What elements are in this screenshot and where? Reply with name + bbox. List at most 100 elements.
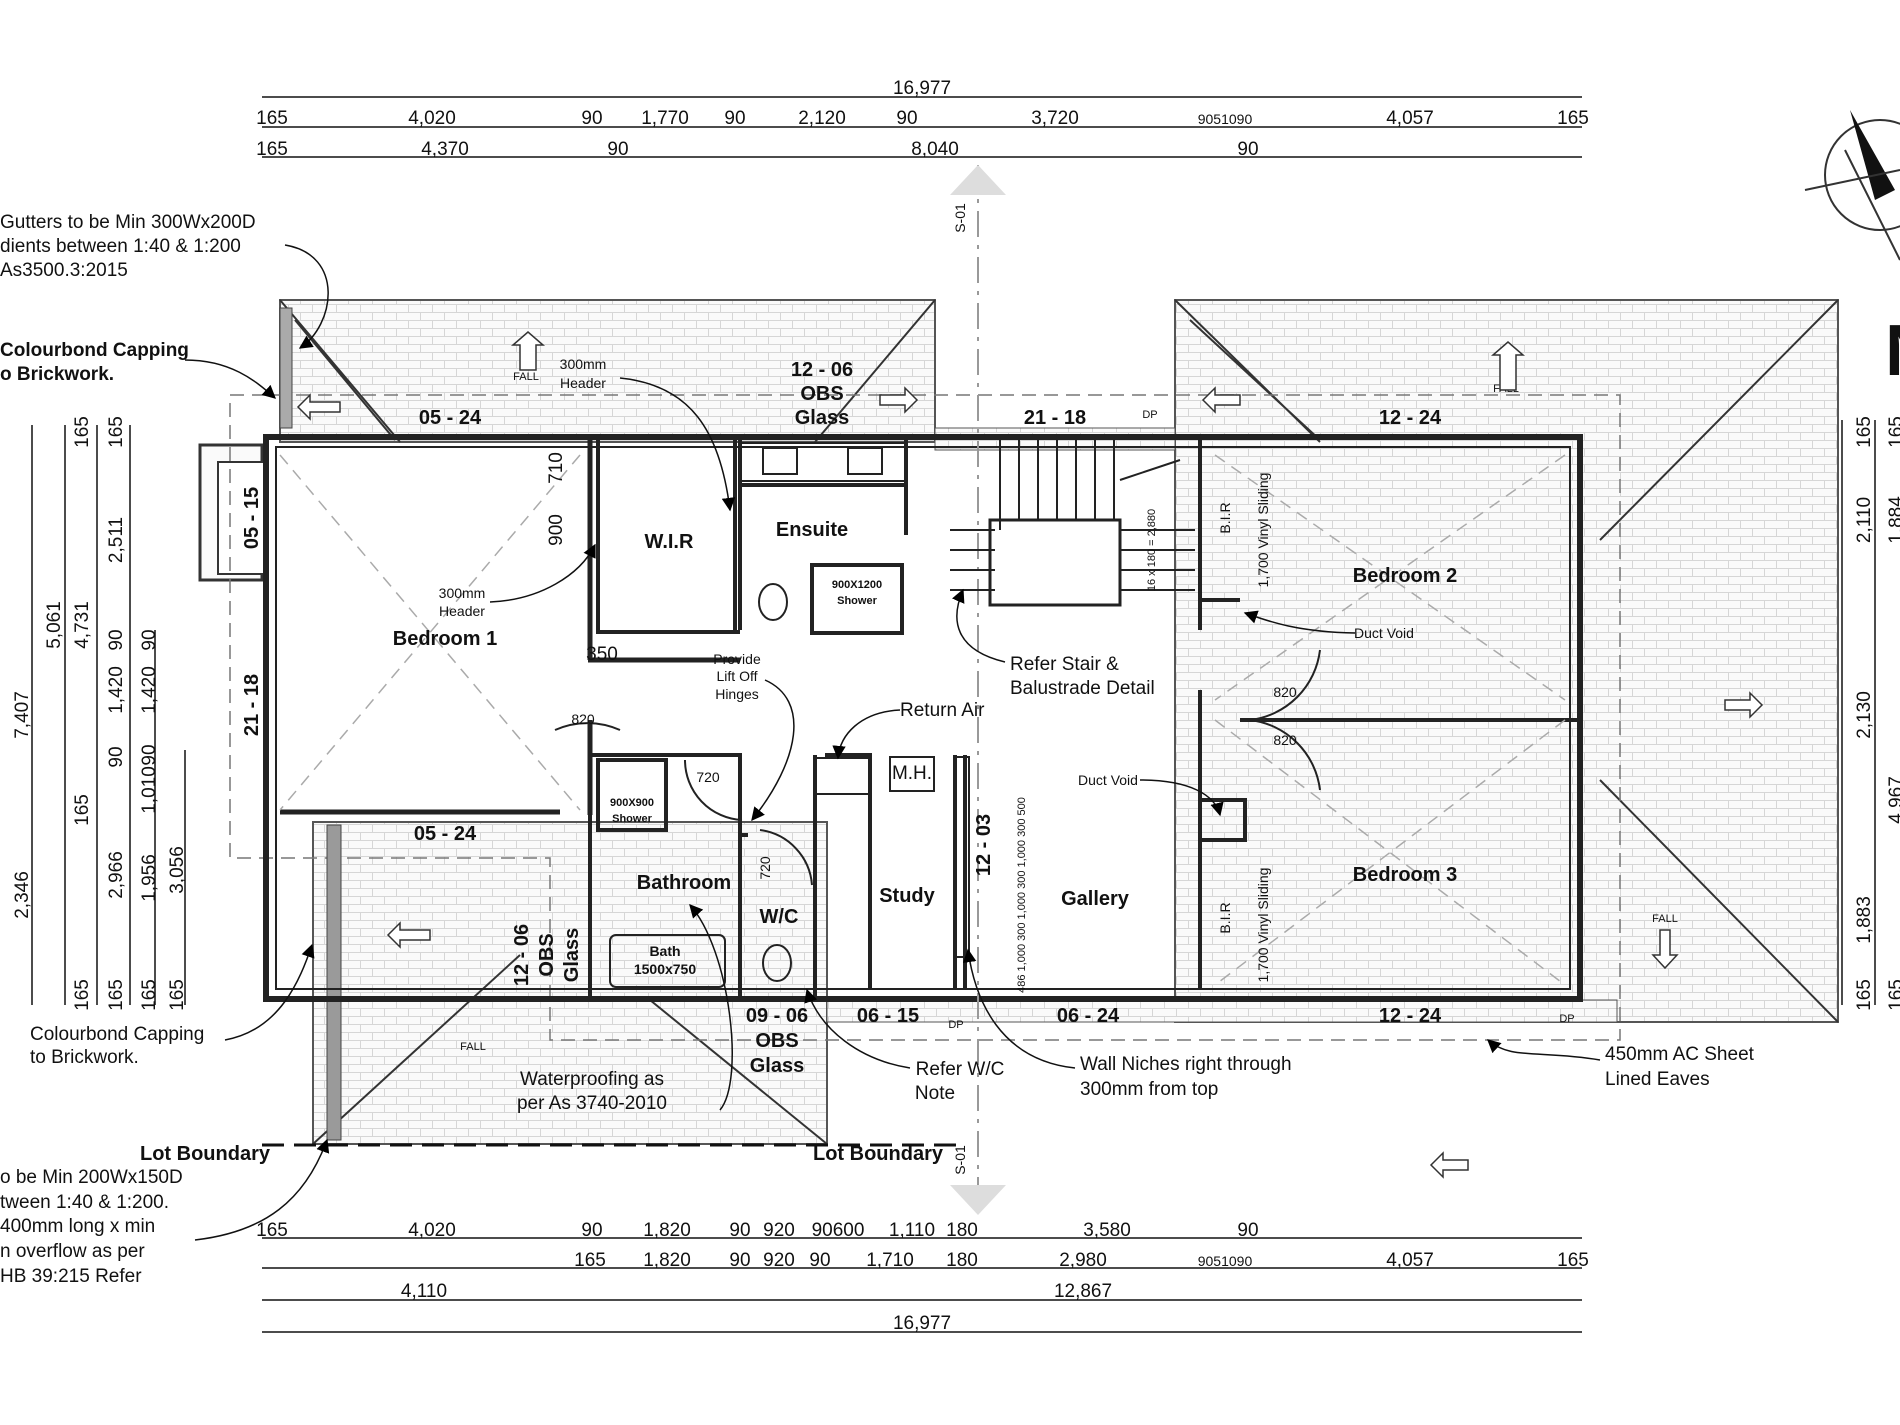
- niche-column: [954, 756, 970, 958]
- wall-wir: [596, 440, 908, 634]
- compass-label: N: [1885, 311, 1900, 391]
- door-swing-bath: [683, 759, 743, 821]
- pitch-obs1: Glass: [795, 407, 849, 429]
- dim-top-r1: 90: [581, 108, 602, 129]
- dim-left-c3: 90: [106, 629, 127, 650]
- dim-top-r1: 3,720: [1031, 108, 1079, 129]
- dim-bot-r2: 1,710: [866, 1250, 914, 1271]
- header-label: Header: [560, 375, 606, 391]
- note-stair-detail: Refer Stair &: [1010, 654, 1119, 675]
- door-820: 820: [1273, 684, 1297, 700]
- fall-arrow-icon: [1651, 929, 1679, 970]
- door-720: 720: [696, 769, 720, 785]
- note-waterproofing: per As 3740-2010: [517, 1093, 667, 1114]
- note-gutters: dients between 1:40 & 1:200: [0, 236, 241, 257]
- shower-ensuite: [810, 563, 904, 635]
- dim-right-c1: 165: [1854, 979, 1875, 1011]
- compass-needle-icon: [1850, 110, 1895, 200]
- note-lift-off: Hinges: [715, 686, 759, 702]
- pitch-ne: 12 - 24: [1379, 407, 1442, 429]
- note-capping-bottom: Colourbond Capping: [30, 1024, 204, 1045]
- note-eaves: Lined Eaves: [1605, 1069, 1710, 1090]
- fall-arrow-icon: [1724, 691, 1764, 719]
- bath-label: 1500x750: [634, 961, 697, 977]
- dim-left-c1: 2,346: [12, 871, 33, 919]
- dim-top-r1: 165: [1557, 108, 1589, 129]
- section-label-top: S-01: [952, 203, 968, 233]
- door-820: 820: [1273, 732, 1297, 748]
- dim-bot-r2: 165: [574, 1250, 606, 1271]
- dp-label: DP: [1559, 1013, 1574, 1025]
- lot-boundary-right: Lot Boundary: [813, 1143, 944, 1165]
- header-label: Header: [439, 603, 485, 619]
- sliding-2: 1,700 Vinyl Sliding: [1255, 868, 1271, 983]
- dims-bottom: 165 4,020 90 1,820 90 920 90600 1,110 18…: [256, 1220, 1589, 1334]
- pitch-obs1: 12 - 06: [791, 359, 853, 381]
- dim-top-r1: 90: [896, 108, 917, 129]
- room-bedroom-3: Bedroom 3: [1353, 864, 1457, 886]
- dim-350: 350: [586, 644, 618, 665]
- pitch-obs3: 09 - 06: [746, 1005, 808, 1027]
- dim-bot-r1: 90600: [812, 1220, 865, 1241]
- dims-top: 16,977 165 4,020 90 1,770 90 2,120 90 3,…: [256, 78, 1589, 160]
- dim-710: 710: [546, 452, 567, 484]
- notes: Gutters to be Min 300Wx200D dients betwe…: [0, 212, 1755, 1287]
- dim-left-c4: 90: [139, 629, 160, 650]
- note-wall-niches: Wall Niches right through: [1080, 1054, 1292, 1075]
- pitch-s1: 06 - 15: [857, 1005, 919, 1027]
- dim-bot-r3: 4,110: [401, 1281, 447, 1302]
- fall-arrow-icon: [296, 393, 341, 421]
- dim-left-c2: 165: [72, 794, 93, 826]
- section-marker-bottom: [950, 1185, 1006, 1215]
- note-capping-top: Colourbond Capping: [0, 340, 189, 361]
- basin-1: [762, 447, 798, 475]
- dim-bot-total: 16,977: [893, 1313, 951, 1334]
- dim-right-c2: 165: [1886, 979, 1900, 1011]
- room-bedroom-2: Bedroom 2: [1353, 565, 1457, 587]
- fall-arrow-icon: [1201, 386, 1241, 414]
- dim-bot-r1: 1,820: [643, 1220, 691, 1241]
- room-bedroom-1: Bedroom 1: [393, 628, 497, 650]
- gutter-left-top: [279, 307, 293, 429]
- dim-left-c4: 1,420: [139, 666, 160, 714]
- dim-top-r2: 165: [256, 139, 288, 160]
- dims-right: 165 2,110 2,130 1,883 165 165 1,884 4,96…: [1854, 416, 1900, 1011]
- dim-top-r1: 4,057: [1386, 108, 1434, 129]
- dim-bot-r2: 2,980: [1059, 1250, 1107, 1271]
- wall-stair: [988, 518, 1122, 607]
- room-mh: M.H.: [892, 763, 932, 784]
- note-refer-wc: Note: [915, 1083, 955, 1104]
- dim-top-r1: 1,770: [641, 108, 689, 129]
- dim-bot-r1: 920: [763, 1220, 795, 1241]
- dim-left-c3: 165: [106, 979, 127, 1011]
- pitch-mid: 21 - 18: [1024, 407, 1086, 429]
- dim-bot-r2: 1,820: [643, 1250, 691, 1271]
- dim-bot-r1: 180: [946, 1220, 978, 1241]
- pitch-study: 12 - 03: [973, 814, 995, 876]
- duct-void: Duct Void: [1354, 625, 1414, 641]
- note-downpipe: n overflow as per: [0, 1241, 145, 1262]
- section-marker-top: [950, 165, 1006, 195]
- pitch-obs2: OBS: [536, 933, 558, 976]
- note-downpipe: tween 1:40 & 1:200.: [0, 1192, 169, 1213]
- dim-left-c3: 165: [72, 416, 93, 448]
- pitch-obs2: Glass: [561, 928, 583, 982]
- note-downpipe: HB 39:215 Refer: [0, 1266, 142, 1287]
- basin-2: [847, 447, 883, 475]
- dim-bot-r2: 920: [763, 1250, 795, 1271]
- dim-bot-r2: 9051090: [1198, 1253, 1253, 1269]
- dim-top-r2: 90: [1237, 139, 1258, 160]
- fall-arrows: [296, 331, 1764, 1179]
- dim-bot-r2: 180: [946, 1250, 978, 1271]
- shower-bath: [596, 758, 668, 832]
- bath-label: Bath: [649, 943, 680, 959]
- dim-top-r1: 9051090: [1198, 111, 1253, 127]
- dim-left-c2: 2,966: [106, 851, 127, 899]
- pitch-obs2: 12 - 06: [511, 924, 533, 986]
- lot-boundary-left: Lot Boundary: [140, 1143, 271, 1165]
- room-study: Study: [879, 885, 935, 907]
- toilet-wc: [762, 944, 792, 982]
- dim-top-total: 16,977: [893, 78, 951, 99]
- door-swing-bed3: [1249, 719, 1321, 791]
- toilet-ensuite: [758, 583, 788, 621]
